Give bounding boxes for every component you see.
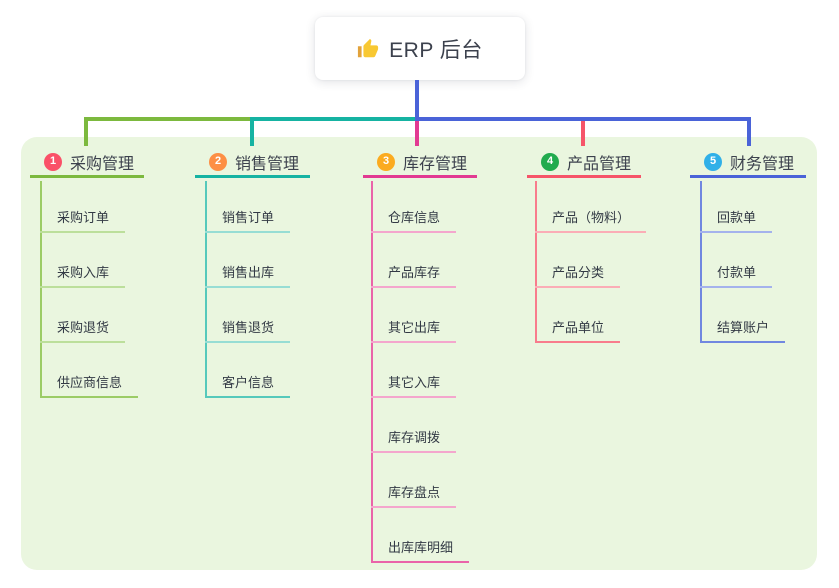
- child-node[interactable]: 仓库信息: [371, 205, 457, 233]
- child-node[interactable]: 回款单: [700, 205, 773, 233]
- child-node[interactable]: 销售订单: [205, 205, 291, 233]
- branch-node-5[interactable]: 5 财务管理: [690, 148, 806, 178]
- thumbs-up-icon: [358, 38, 379, 57]
- connector-bus-segment: [250, 117, 419, 121]
- child-connector-line: [535, 181, 537, 343]
- child-node[interactable]: 产品（物料）: [535, 205, 647, 233]
- branch-badge: 3: [377, 152, 395, 171]
- branch-node-1[interactable]: 1 采购管理: [30, 148, 144, 178]
- branch-badge: 2: [209, 152, 227, 171]
- branch-drop-line: [250, 121, 254, 146]
- connector-bus-segment: [84, 117, 250, 121]
- branch-badge: 1: [44, 152, 62, 171]
- branch-drop-line: [581, 121, 585, 146]
- branch-drop-line: [84, 117, 88, 146]
- branch-node-2[interactable]: 2 销售管理: [195, 148, 310, 178]
- child-node[interactable]: 采购入库: [40, 260, 126, 288]
- branch-node-3[interactable]: 3 库存管理: [363, 148, 477, 178]
- child-connector-line: [371, 181, 373, 563]
- child-node[interactable]: 产品单位: [535, 315, 621, 343]
- child-node[interactable]: 采购订单: [40, 205, 126, 233]
- child-node[interactable]: 产品库存: [371, 260, 457, 288]
- child-node[interactable]: 产品分类: [535, 260, 621, 288]
- child-node[interactable]: 其它出库: [371, 315, 457, 343]
- branch-panel: [21, 137, 817, 570]
- branch-label: 产品管理: [567, 155, 632, 173]
- branch-label: 库存管理: [403, 155, 468, 173]
- root-label: ERP 后台: [389, 38, 483, 62]
- branch-label: 财务管理: [730, 155, 795, 173]
- child-node[interactable]: 库存盘点: [371, 480, 457, 508]
- child-node[interactable]: 出库库明细: [371, 535, 470, 563]
- child-node[interactable]: 客户信息: [205, 370, 291, 398]
- child-node[interactable]: 其它入库: [371, 370, 457, 398]
- child-node[interactable]: 销售出库: [205, 260, 291, 288]
- child-node[interactable]: 库存调拨: [371, 425, 457, 453]
- child-connector-line: [205, 181, 207, 398]
- child-node[interactable]: 付款单: [700, 260, 773, 288]
- root-connector-line: [415, 80, 419, 121]
- branch-label: 销售管理: [235, 155, 300, 173]
- child-connector-line: [40, 181, 42, 398]
- child-node[interactable]: 结算账户: [700, 315, 786, 343]
- child-connector-line: [700, 181, 702, 343]
- child-node[interactable]: 销售退货: [205, 315, 291, 343]
- branch-badge: 4: [541, 152, 559, 171]
- root-node[interactable]: ERP 后台: [315, 17, 525, 80]
- branch-node-4[interactable]: 4 产品管理: [527, 148, 641, 178]
- child-node[interactable]: 采购退货: [40, 315, 126, 343]
- branch-drop-line: [747, 117, 751, 146]
- branch-badge: 5: [704, 152, 722, 171]
- branch-drop-line: [415, 121, 419, 146]
- branch-label: 采购管理: [70, 155, 135, 173]
- child-node[interactable]: 供应商信息: [40, 370, 139, 398]
- connector-bus-segment: [419, 117, 751, 121]
